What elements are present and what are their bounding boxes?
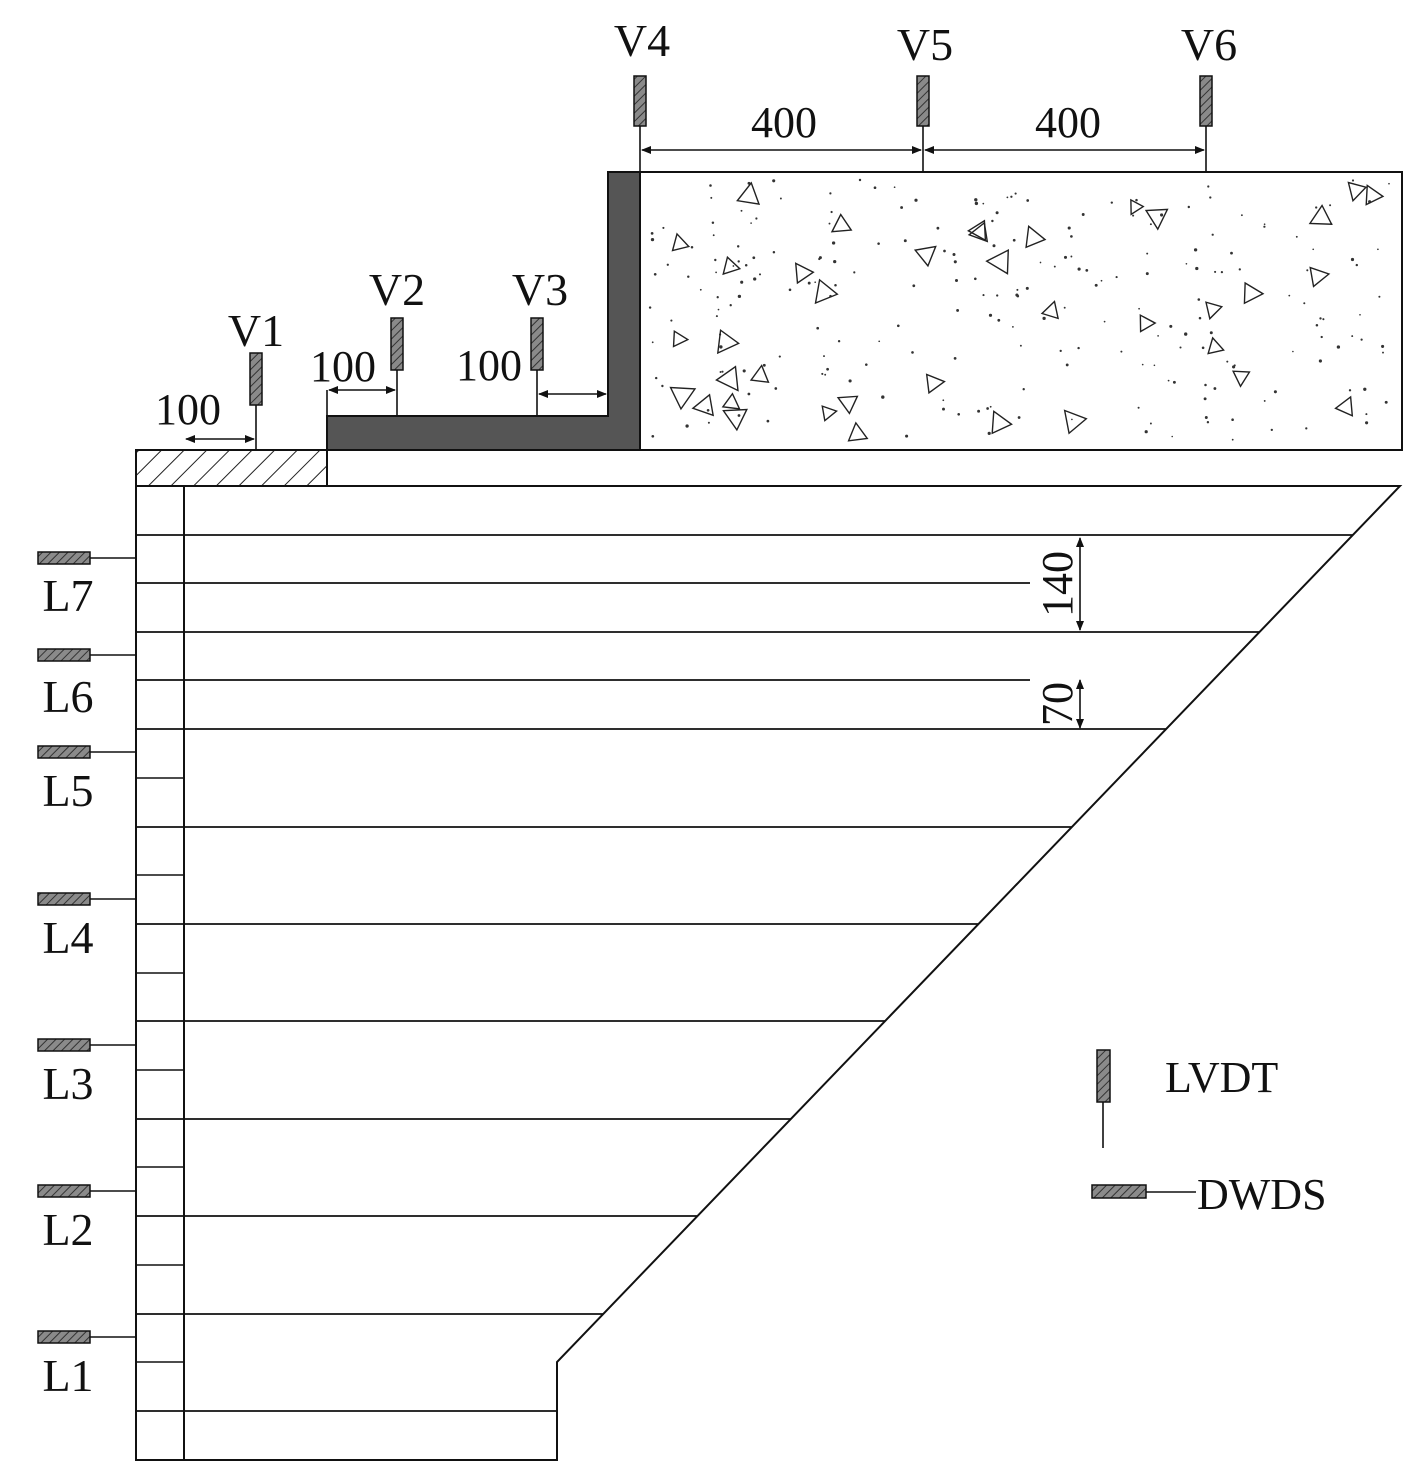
- lvdt-label: V2: [369, 264, 425, 315]
- legend-lvdt-label: LVDT: [1165, 1053, 1278, 1102]
- dwds-label: L6: [42, 671, 93, 722]
- lvdt-v3: V3: [512, 264, 568, 416]
- reinforcement-layers: [136, 534, 1353, 1412]
- lvdt-label: V1: [228, 305, 284, 356]
- lvdt-sensors: V1 V2 V3 V4 V5 V6: [228, 15, 1237, 450]
- dwds-label: L2: [42, 1204, 93, 1255]
- legend-lvdt: LVDT: [1096, 1049, 1278, 1148]
- dwds-l2: L2: [37, 1184, 136, 1255]
- facing-block-joints: [136, 777, 184, 1363]
- concrete-block: [639, 171, 1403, 451]
- dimension-label: 100: [310, 342, 376, 391]
- dwds-label: L5: [42, 765, 93, 816]
- dwds-label: L4: [42, 912, 93, 963]
- lvdt-v1: V1: [228, 305, 284, 450]
- dimension-label: 100: [456, 341, 522, 390]
- lvdt-icon: [1096, 1049, 1111, 1103]
- lvdt-v4: V4: [614, 15, 670, 172]
- lvdt-label: V5: [897, 19, 953, 70]
- lvdt-label: V3: [512, 264, 568, 315]
- lvdt-label: V4: [614, 15, 670, 66]
- legend-dwds-label: DWDS: [1197, 1170, 1327, 1219]
- lvdt-label: V6: [1181, 19, 1237, 70]
- dimension-label: 140: [1033, 551, 1082, 617]
- lvdt-v2: V2: [369, 264, 425, 416]
- dwds-l1: L1: [37, 1330, 136, 1401]
- dwds-l5: L5: [37, 745, 136, 816]
- dimension-label: 400: [1035, 98, 1101, 147]
- dwds-label: L1: [42, 1350, 93, 1401]
- dimension-label: 400: [751, 98, 817, 147]
- legend: LVDT DWDS: [1091, 1049, 1327, 1219]
- dwds-l3: L3: [37, 1038, 136, 1109]
- lvdt-v6: V6: [1181, 19, 1237, 172]
- dwds-sensors: L7 L6 L5 L4 L3 L2 L1: [37, 551, 136, 1401]
- dimension-lines: 100 100 100 400 400 140 70: [155, 98, 1205, 729]
- lvdt-v5: V5: [897, 19, 953, 172]
- dwds-label: L7: [42, 570, 93, 621]
- dwds-l7: L7: [37, 551, 136, 621]
- dwds-icon: [1091, 1184, 1147, 1199]
- legend-dwds: DWDS: [1091, 1170, 1327, 1219]
- hatched-footing: [135, 449, 328, 487]
- concrete-aggregate-texture: [648, 178, 1390, 442]
- dimension-label: 70: [1033, 682, 1082, 726]
- dwds-l6: L6: [37, 648, 136, 722]
- dimension-label: 100: [155, 385, 221, 434]
- dwds-l4: L4: [37, 892, 136, 963]
- dwds-label: L3: [42, 1058, 93, 1109]
